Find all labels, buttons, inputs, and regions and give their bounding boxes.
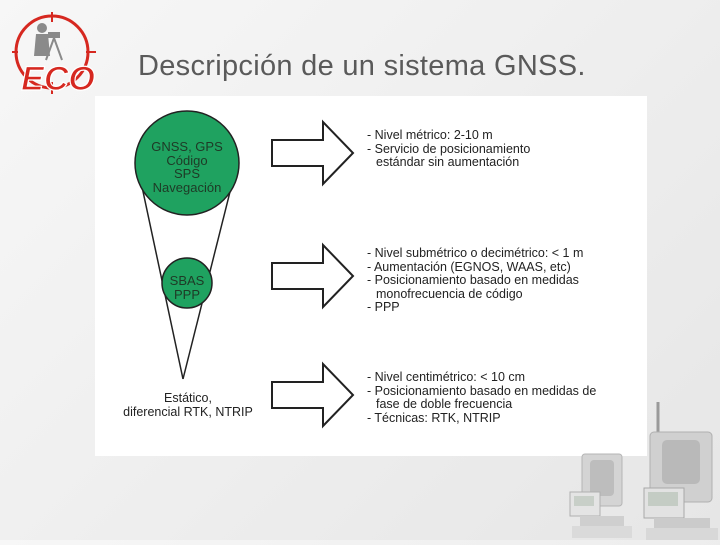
arrow-right-icon bbox=[271, 119, 355, 187]
static-label: Estático, diferencial RTK, NTRIP bbox=[123, 391, 253, 419]
sbas-circle bbox=[161, 257, 213, 309]
total-station-icon bbox=[640, 402, 720, 545]
gnss-label: GNSS, GPS Código SPS Navegación bbox=[151, 139, 223, 195]
cone-line-left bbox=[137, 167, 184, 380]
diagram-panel: GNSS, GPS Código SPS Navegación SBAS PPP… bbox=[95, 96, 647, 456]
level-2-bullets: - Nivel submétrico o decimétrico: < 1 m … bbox=[367, 246, 584, 314]
gnss-circle bbox=[134, 110, 240, 216]
logo-text: ECO bbox=[21, 60, 95, 96]
level-1-bullets: - Nivel métrico: 2-10 m - Servicio de po… bbox=[367, 128, 531, 169]
level-3-bullets: - Nivel centimétrico: < 10 cm - Posicion… bbox=[367, 370, 597, 425]
arrow-right-icon bbox=[271, 361, 355, 429]
page-title: Descripción de un sistema GNSS. bbox=[138, 50, 586, 82]
total-station-icon bbox=[566, 452, 636, 545]
surveyor-icon bbox=[34, 23, 63, 61]
eco-logo-icon: ECO bbox=[8, 10, 100, 96]
arrow-right-icon bbox=[271, 242, 355, 310]
sbas-label: SBAS PPP bbox=[169, 273, 205, 302]
